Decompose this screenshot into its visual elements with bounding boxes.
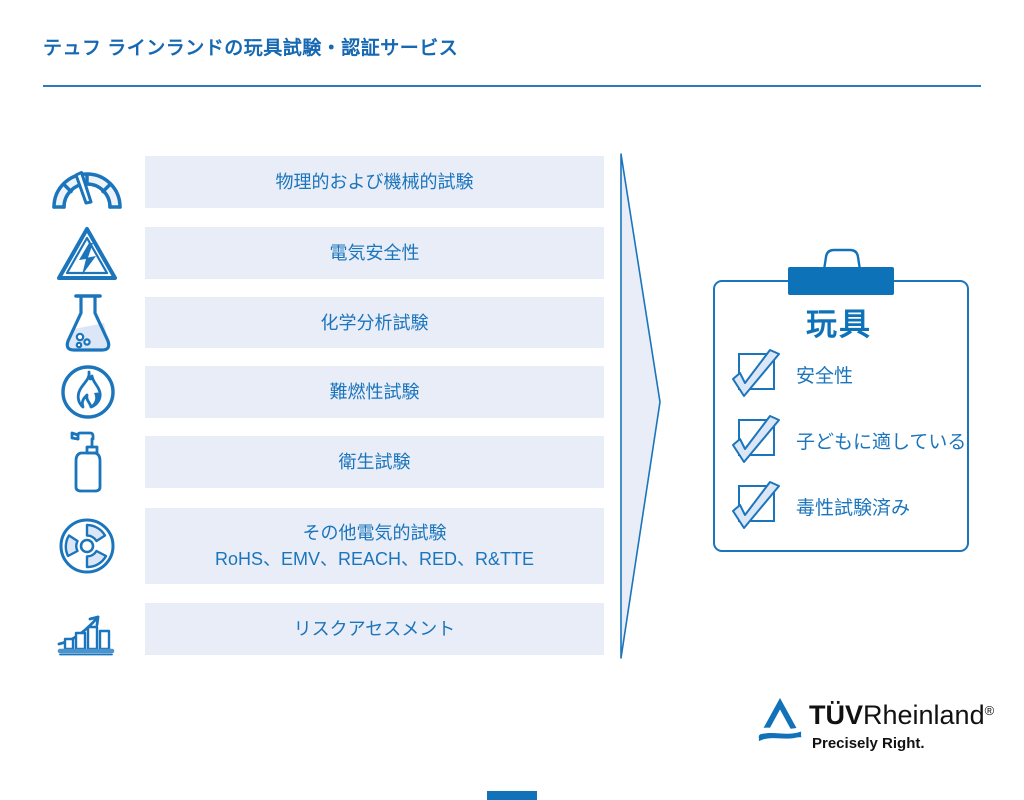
service-box-flammability: 難燃性試験 xyxy=(145,366,604,418)
service-label: 難燃性試験 xyxy=(329,382,420,402)
result-item-safety: 安全性 xyxy=(731,348,853,400)
service-box-hygiene: 衛生試験 xyxy=(145,436,604,488)
checkmark-icon xyxy=(731,414,783,466)
logo-rheinland: Rheinland xyxy=(863,700,985,730)
checkmark-icon xyxy=(731,348,783,400)
service-label: 電気安全性 xyxy=(329,243,420,263)
title-divider xyxy=(43,85,981,87)
result-title: 玩具 xyxy=(806,307,872,342)
service-box-electrical: 電気安全性 xyxy=(145,227,604,279)
service-box-physical: 物理的および機械的試験 xyxy=(145,156,604,208)
service-label: 物理的および機械的試験 xyxy=(275,172,474,192)
pump-bottle-icon xyxy=(68,430,108,494)
service-label: その他電気的試験 xyxy=(302,523,447,543)
service-box-other-electrical: その他電気的試験 RoHS、EMV、REACH、RED、R&TTE xyxy=(145,508,604,584)
flame-icon xyxy=(60,364,116,420)
result-item-toxicity: 毒性試験済み xyxy=(731,480,910,532)
clipboard-clip-bar xyxy=(788,267,894,295)
service-label: 衛生試験 xyxy=(338,452,411,472)
page-title: テュフ ラインランドの玩具試験・認証サービス xyxy=(43,38,459,59)
result-item-label: 安全性 xyxy=(796,365,854,387)
growth-chart-icon xyxy=(56,601,118,657)
service-label: リスクアセスメント xyxy=(293,619,456,639)
service-label: 化学分析試験 xyxy=(320,312,429,333)
result-item-child-suitable: 子どもに適している xyxy=(731,414,966,466)
service-box-chemical: 化学分析試験 xyxy=(145,297,604,348)
electrical-hazard-icon xyxy=(56,225,118,283)
flask-icon xyxy=(60,292,116,354)
logo-wordmark: TÜVRheinland® xyxy=(809,700,994,731)
service-box-risk: リスクアセスメント xyxy=(145,603,604,655)
registered-mark: ® xyxy=(984,703,995,718)
speedometer-icon xyxy=(49,158,125,212)
converge-arrow xyxy=(620,152,662,660)
result-item-label: 毒性試験済み xyxy=(796,497,911,519)
logo-tagline: Precisely Right. xyxy=(812,735,925,752)
clipboard-clip-handle-icon xyxy=(819,247,865,271)
logo-tuv: TÜV xyxy=(809,700,863,730)
service-sublabel: RoHS、EMV、REACH、RED、R&TTE xyxy=(214,549,535,569)
radiation-icon xyxy=(58,517,116,575)
result-item-label: 子どもに適している xyxy=(796,431,967,453)
checkmark-icon xyxy=(731,480,783,532)
tuv-triangle-icon xyxy=(757,696,803,744)
footer-accent-bar xyxy=(487,791,537,800)
